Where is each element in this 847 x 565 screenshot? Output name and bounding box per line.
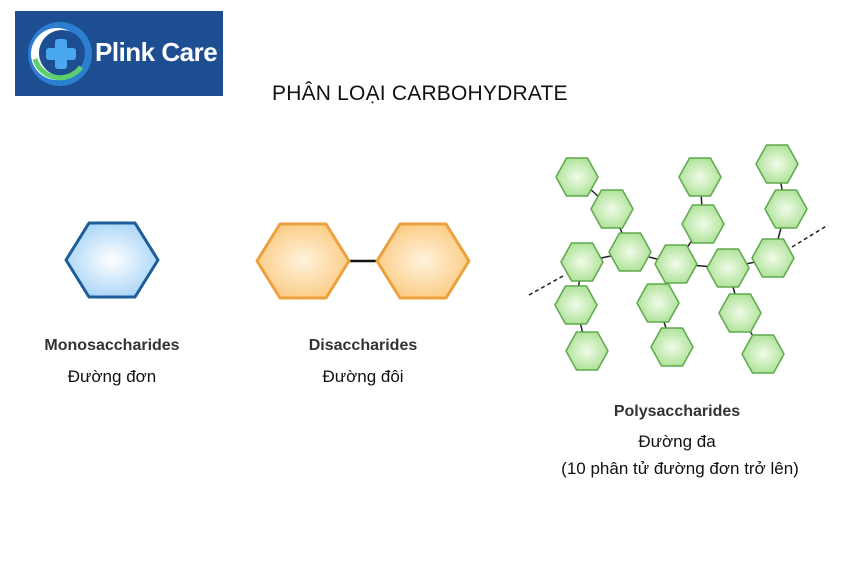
poly-hexagon bbox=[755, 144, 799, 184]
logo-text: Plink Care bbox=[95, 37, 218, 67]
poly-hexagon bbox=[650, 327, 694, 367]
mono-vi-label: Đường đơn bbox=[67, 367, 157, 386]
poly-hexagon bbox=[764, 189, 808, 229]
poly-hexagon bbox=[654, 244, 698, 284]
mono-label: Monosaccharides bbox=[44, 337, 180, 354]
poly-label: Polysaccharides bbox=[613, 403, 741, 420]
poly-hexagon bbox=[555, 157, 599, 197]
poly-hexagon bbox=[741, 334, 785, 374]
poly-hexagon bbox=[706, 248, 750, 288]
poly-hexagon bbox=[590, 189, 634, 229]
poly-hexagon bbox=[554, 285, 598, 325]
poly-hexagon bbox=[608, 232, 652, 272]
poly-hexagon bbox=[560, 242, 604, 282]
di-hexagon-right bbox=[375, 222, 471, 300]
poly-hexagon bbox=[681, 204, 725, 244]
poly-hexagon bbox=[636, 283, 680, 323]
plus-cross-logo-icon bbox=[28, 22, 92, 86]
poly-hexagon bbox=[565, 331, 609, 371]
poly-chain-continue-right bbox=[791, 224, 829, 248]
poly-vi-label: Đường đa bbox=[638, 432, 716, 451]
mono-hexagon bbox=[64, 221, 160, 299]
poly-chain-continue-left bbox=[528, 275, 564, 296]
poly-hexagon bbox=[678, 157, 722, 197]
poly-hexagon bbox=[718, 293, 762, 333]
di-label: Disaccharides bbox=[308, 337, 418, 354]
page-title: PHÂN LOẠI CARBOHYDRATE bbox=[272, 82, 568, 105]
di-hexagon-left bbox=[255, 222, 351, 300]
poly-note: (10 phân tử đường đơn trở lên) bbox=[561, 459, 799, 478]
di-vi-label: Đường đôi bbox=[322, 367, 404, 386]
poly-hexagon bbox=[751, 238, 795, 278]
brand-logo: Plink Care bbox=[15, 11, 223, 96]
